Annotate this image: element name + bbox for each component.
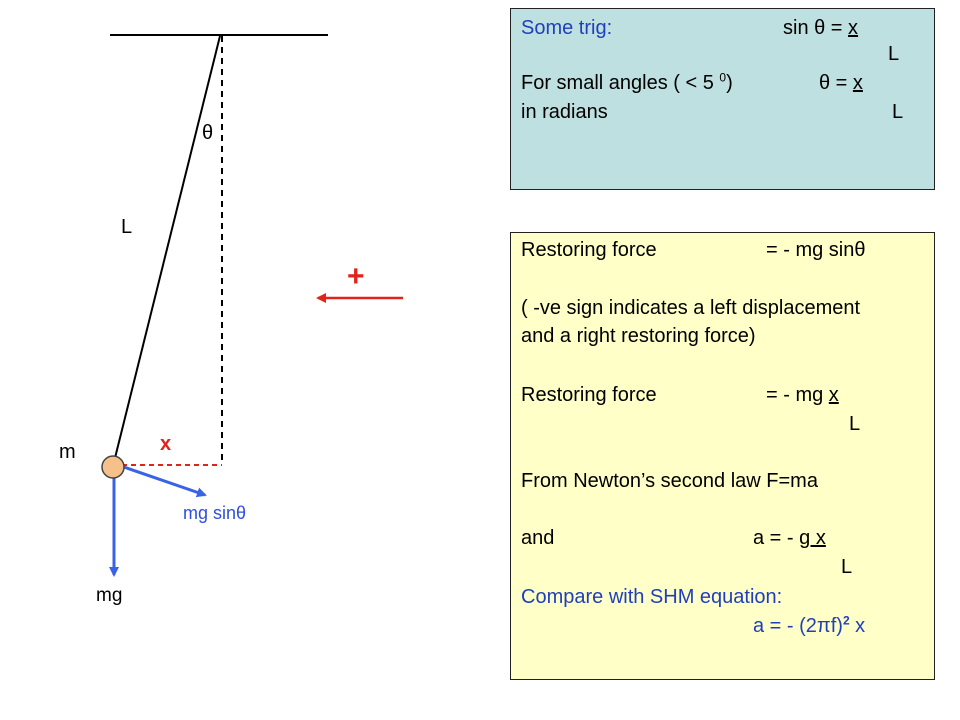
trig-sin-equation: sin θ = x: [783, 17, 858, 40]
shm-square-sup: 2: [842, 613, 850, 628]
length-label: L: [121, 216, 133, 238]
acceleration-numerator: g x: [799, 527, 826, 549]
radians-text: in radians: [521, 101, 608, 123]
positive-sign: +: [347, 260, 365, 293]
restoring-label-2: Restoring force: [521, 384, 657, 406]
and-label: and: [521, 527, 555, 549]
shm-suffix: x: [849, 615, 866, 637]
acceleration-prefix: a = -: [753, 527, 800, 549]
restoring-eq-2-prefix: = - mg: [766, 384, 829, 406]
trig-panel: Some trig: sin θ = x L For small angles …: [510, 8, 935, 190]
theta-label: θ: [202, 122, 214, 144]
restoring-component-arrow: [117, 463, 207, 498]
acceleration-denominator: L: [841, 556, 853, 578]
shm-equation: a = - (2πf)2 x: [753, 613, 866, 638]
acceleration-eq: a = - g x: [753, 527, 826, 550]
small-angle-text: For small angles ( < 5 0): [521, 70, 733, 95]
component-label: mg sinθ: [183, 503, 247, 523]
restoring-label-1: Restoring force: [521, 239, 657, 261]
sin-prefix: sin θ =: [783, 17, 849, 39]
small-angle-prefix: For small angles ( < 5: [521, 72, 720, 94]
shm-prefix: a = - (2πf): [753, 615, 843, 637]
mass-label: m: [59, 441, 76, 463]
weight-label: mg: [96, 585, 123, 606]
theta-numerator: x: [852, 72, 863, 94]
small-angle-suffix: ): [726, 72, 733, 94]
sin-numerator: x: [848, 17, 859, 39]
restoring-eq-2-denominator: L: [849, 413, 861, 435]
sign-note-line-1: ( -ve sign indicates a left displacement: [521, 297, 861, 319]
theta-equation: θ = x: [819, 72, 863, 95]
restoring-eq-2-numerator: x: [828, 384, 839, 406]
theta-denominator: L: [892, 101, 904, 123]
displacement-label: x: [160, 433, 172, 455]
restoring-eq-2: = - mg x: [766, 384, 839, 407]
sign-note-line-2: and a right restoring force): [521, 325, 756, 347]
sin-denominator: L: [888, 43, 900, 65]
restoring-eq-1: = - mg sinθ: [766, 239, 866, 261]
degree-sup: 0: [719, 70, 727, 85]
restoring-force-panel: Restoring force = - mg sinθ ( -ve sign i…: [510, 232, 935, 680]
newton-law-line: From Newton’s second law F=ma: [521, 470, 818, 492]
pendulum-string: [113, 35, 221, 463]
pendulum-bob: [101, 455, 125, 479]
theta-prefix: θ =: [819, 72, 853, 94]
compare-shm-line: Compare with SHM equation:: [521, 586, 783, 608]
trig-heading: Some trig:: [521, 17, 613, 39]
